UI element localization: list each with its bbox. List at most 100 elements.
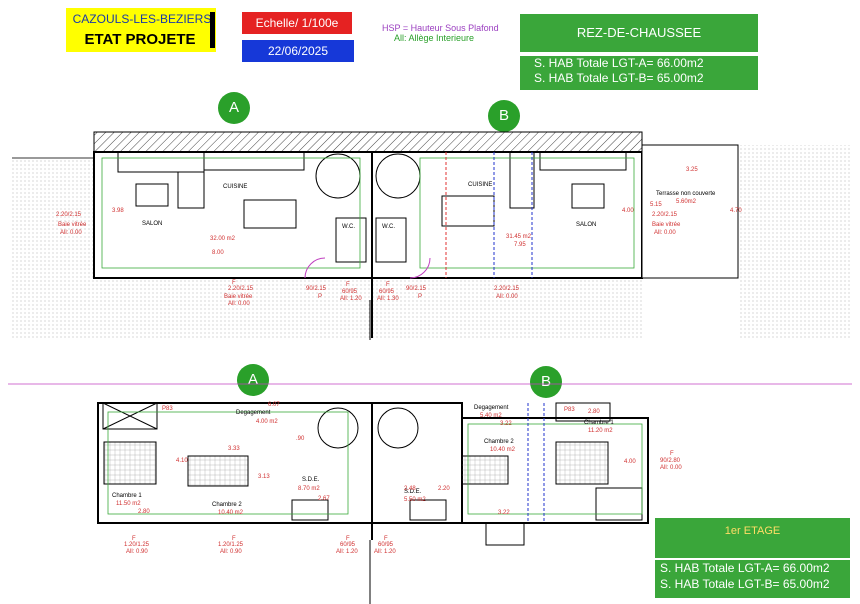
upper-stair-a [317, 407, 359, 449]
marker-a-upper: A [237, 364, 269, 396]
room-deg-a: Degagement [236, 410, 271, 416]
baie-bottom-a-type: Baie vitrée [224, 294, 253, 300]
dim-795: 7.95 [514, 242, 526, 248]
city-name: CAZOULS-LES-BEZIERS [72, 12, 212, 26]
room-cuisine-a: CUISINE [223, 184, 247, 190]
upper-area-b: S. HAB Totale LGT-B= 65.00m2 [660, 577, 830, 591]
kitchen-counter-a [203, 151, 305, 171]
window-6095-a-all: All: 1.20 [336, 549, 358, 555]
dim-248: 2.48 [404, 486, 416, 492]
date-badge: 22/06/2025 [242, 40, 354, 62]
baie-bottom-b: 2.20/2.15 [494, 286, 520, 292]
window-a-all: All: 1.20 [340, 296, 362, 302]
baie-left: 2.20/2.15 [56, 212, 82, 218]
dim-400: 4.00 [622, 208, 634, 214]
baie-left-all: All: 0.00 [60, 230, 82, 236]
dim-410: 4.10 [176, 458, 188, 464]
window-120-a: 1.20/1.25 [124, 542, 150, 548]
dim-267: 2.67 [318, 496, 330, 502]
upper-floor-areas: S. HAB Totale LGT-A= 66.00m2 S. HAB Tota… [655, 560, 850, 598]
p83-a: P83 [162, 406, 173, 412]
dim-90: .90 [296, 436, 305, 442]
window-120-a-all: All: 0.90 [126, 549, 148, 555]
sofa-a-corner [177, 171, 205, 209]
closet-a-x2 [102, 402, 158, 430]
rear-wall-hatch [93, 131, 643, 153]
garden-left [12, 158, 94, 338]
door-swing-b [409, 257, 431, 279]
dim-313: 3.13 [258, 474, 270, 480]
table-a [135, 183, 169, 207]
dim-607: 6.07 [268, 402, 280, 408]
room-deg-b: Degagement [474, 405, 509, 411]
f-upper-3: F [346, 536, 350, 542]
dim-333: 3.33 [228, 446, 240, 452]
upper-room-outline-a [107, 411, 349, 515]
room-outline-a [101, 157, 361, 269]
window-6095-b: 60/95 [378, 542, 394, 548]
dining-b [441, 195, 495, 227]
wc-b-room [375, 217, 407, 263]
ground-floor-title: REZ-DE-CHAUSSEE [520, 14, 758, 52]
title-divider [210, 12, 215, 48]
sofa-b [539, 151, 627, 171]
baie-bottom-a: 2.20/2.15 [228, 286, 254, 292]
room-sde-a: S.D.E. [302, 477, 320, 483]
baie-right-type: Baie vitrée [652, 222, 681, 228]
area-a: 32.00 m2 [210, 236, 236, 242]
upper-wall-a [97, 402, 463, 524]
dim-322-a: 3.22 [500, 421, 512, 427]
baie-left-type: Baie vitrée [58, 222, 87, 228]
dim-325: 3.25 [686, 167, 698, 173]
window-6095-b-all: All: 1.20 [374, 549, 396, 555]
balcony-window-all: All: 0.00 [660, 465, 682, 471]
ground-floor-areas: S. HAB Totale LGT-A= 66.00m2 S. HAB Tota… [520, 56, 758, 90]
closet-a [102, 402, 158, 430]
p-mark-2: P [418, 294, 422, 300]
sde-a-area: 8.70 m2 [298, 486, 320, 492]
ground-area-b: S. HAB Totale LGT-B= 65.00m2 [534, 71, 704, 85]
bed-2-b [461, 455, 509, 485]
vanity-b [409, 499, 447, 521]
upper-stair-b [377, 407, 419, 449]
ground-floor-plan [12, 131, 850, 340]
room-wc-a: W.C. [342, 224, 355, 230]
room-chambre1-a: Chambre 1 [112, 493, 142, 499]
p83-b: P83 [564, 407, 575, 413]
chambre1-b-area: 11.20 m2 [588, 428, 613, 434]
window-120-b: 1.20/1.25 [218, 542, 244, 548]
upper-labels: Degagement 4.00 m2 6.07 Chambre 1 11.50 … [112, 402, 682, 555]
marker-a-ground: A [218, 92, 250, 124]
upper-room-outline-b [467, 423, 643, 515]
room-salon-b: SALON [576, 222, 596, 228]
f-mark-2: F [346, 282, 350, 288]
scale-badge: Echelle/ 1/100e [242, 12, 352, 34]
room-chambre2-a: Chambre 2 [212, 502, 242, 508]
bed-1-a [103, 441, 157, 485]
dim-220: 2.20 [438, 486, 450, 492]
upper-area-a: S. HAB Totale LGT-A= 66.00m2 [660, 561, 830, 575]
balcony-bump [485, 522, 525, 546]
kitchen-counter-b [509, 151, 535, 209]
dim-400-upper: 4.00 [624, 459, 636, 465]
dim-515: 5.15 [650, 202, 662, 208]
dim-322-b: 3.22 [498, 510, 510, 516]
baie-right-all: All: 0.00 [654, 230, 676, 236]
room-outline-b [419, 157, 635, 269]
f-mark-1: F [232, 280, 236, 286]
balcony-window: 90/2.80 [660, 458, 681, 464]
legend-all: All: Allège Interieure [394, 33, 475, 43]
room-chambre1-b: Chambre 1 [584, 420, 614, 426]
room-salon-a: SALON [142, 221, 162, 227]
window-6095-a: 60/95 [340, 542, 356, 548]
baie-bottom-b-all: All: 0.00 [496, 294, 518, 300]
project-title-box: CAZOULS-LES-BEZIERS ETAT PROJETE [66, 8, 216, 52]
bed-1-b [555, 441, 609, 485]
legend-hsp: HSP = Hauteur Sous Plafond [382, 23, 499, 33]
dim-398: 3.98 [112, 208, 124, 214]
state-label: ETAT PROJETE [84, 31, 196, 48]
door-swing-a [304, 257, 326, 279]
dim-280-a: 2.80 [138, 509, 150, 515]
window-b: 60/95 [379, 289, 395, 295]
door-a: 90/2.15 [306, 286, 327, 292]
